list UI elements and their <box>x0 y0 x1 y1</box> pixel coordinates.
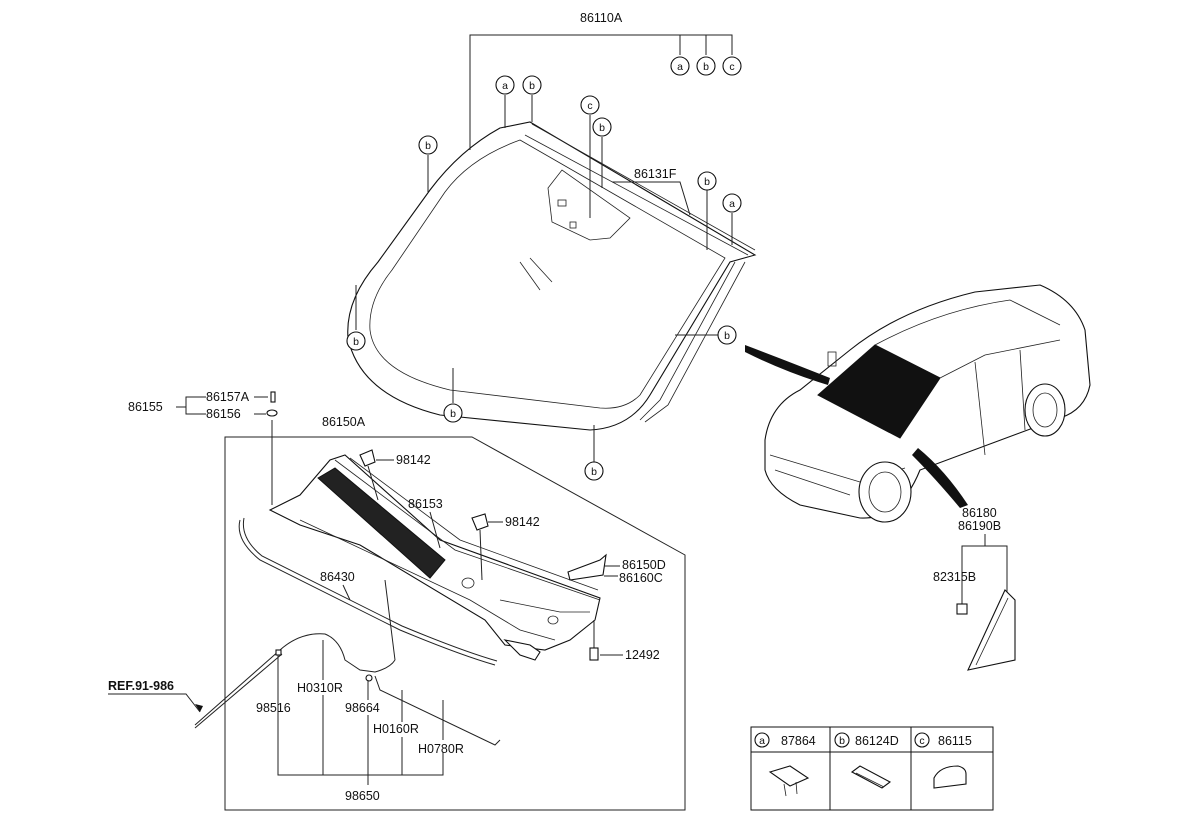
label-12492: 12492 <box>625 648 660 662</box>
screw-12492-icon <box>589 647 599 661</box>
quarter-trim-part <box>956 589 1016 671</box>
legend-part-b: 86124D <box>855 734 899 748</box>
legend-item-b: b 86124D <box>834 732 899 789</box>
legend-part-a: 87864 <box>781 734 816 748</box>
windshield-glass <box>347 121 757 431</box>
label-86150D: 86150D <box>622 558 666 572</box>
callout-a-1: a <box>502 80 508 92</box>
pad-86115-icon <box>933 765 967 789</box>
cowl-top-panel <box>268 454 601 661</box>
car-illustration <box>745 284 1091 523</box>
callout-b-8: b <box>591 466 597 478</box>
label-86180: 86180 <box>962 506 997 520</box>
label-82315B: 82315B <box>933 570 976 584</box>
label-H0310R: H0310R <box>297 681 343 695</box>
label-ref: REF.91-986 <box>108 679 174 693</box>
callout-c-top: c <box>729 61 734 73</box>
label-86153: 86153 <box>408 497 443 511</box>
callout-b-3: b <box>704 176 710 188</box>
callout-b-2: b <box>599 122 605 134</box>
label-H0780R: H0780R <box>418 742 464 756</box>
tape-86124D-icon <box>850 765 892 789</box>
label-98142-top: 98142 <box>396 453 431 467</box>
legend-part-c: 86115 <box>938 734 972 748</box>
clip-98142-mid-icon <box>471 513 489 531</box>
label-98664: 98664 <box>345 701 380 715</box>
callout-b-7: b <box>450 408 456 420</box>
callout-b-5: b <box>724 330 730 342</box>
label-86190B: 86190B <box>958 519 1001 533</box>
washer-hose <box>194 579 501 746</box>
callout-a-2: a <box>729 198 735 210</box>
bolt-86157A-icon <box>270 391 276 403</box>
label-86156: 86156 <box>206 407 241 421</box>
callout-a-top: a <box>677 61 683 73</box>
legend-item-a: a 87864 <box>754 732 816 797</box>
bolt-86156-icon <box>266 409 278 417</box>
label-H0160R: H0160R <box>373 722 419 736</box>
clip-98142-top-icon <box>359 449 376 467</box>
legend-letter-a: a <box>759 735 765 747</box>
label-98142-mid: 98142 <box>505 515 540 529</box>
label-86155: 86155 <box>128 400 163 414</box>
label-86131F: 86131F <box>634 167 677 181</box>
cowl-assembly-frame <box>224 436 686 811</box>
legend-letter-b: b <box>839 735 845 747</box>
callout-b-1: b <box>529 80 535 92</box>
callout-b-top: b <box>703 61 709 73</box>
label-86157A: 86157A <box>206 390 250 404</box>
cowl-cover-icon <box>567 553 607 581</box>
label-86150A: 86150A <box>322 415 366 429</box>
callout-b-6: b <box>353 336 359 348</box>
label-86110A: 86110A <box>580 11 623 25</box>
legend-letter-c: c <box>919 735 924 747</box>
label-98516: 98516 <box>256 701 291 715</box>
callout-c-1: c <box>587 100 592 112</box>
windshield-callouts: a b c a b c b b a b b b b b <box>346 56 742 481</box>
label-86160C: 86160C <box>619 571 663 585</box>
clip-87864-icon <box>768 765 810 787</box>
legend-item-c: c 86115 <box>914 732 972 789</box>
windshield-leaders <box>355 34 733 462</box>
label-98650: 98650 <box>345 789 380 803</box>
callout-b-4: b <box>425 140 431 152</box>
label-86430: 86430 <box>320 570 355 584</box>
